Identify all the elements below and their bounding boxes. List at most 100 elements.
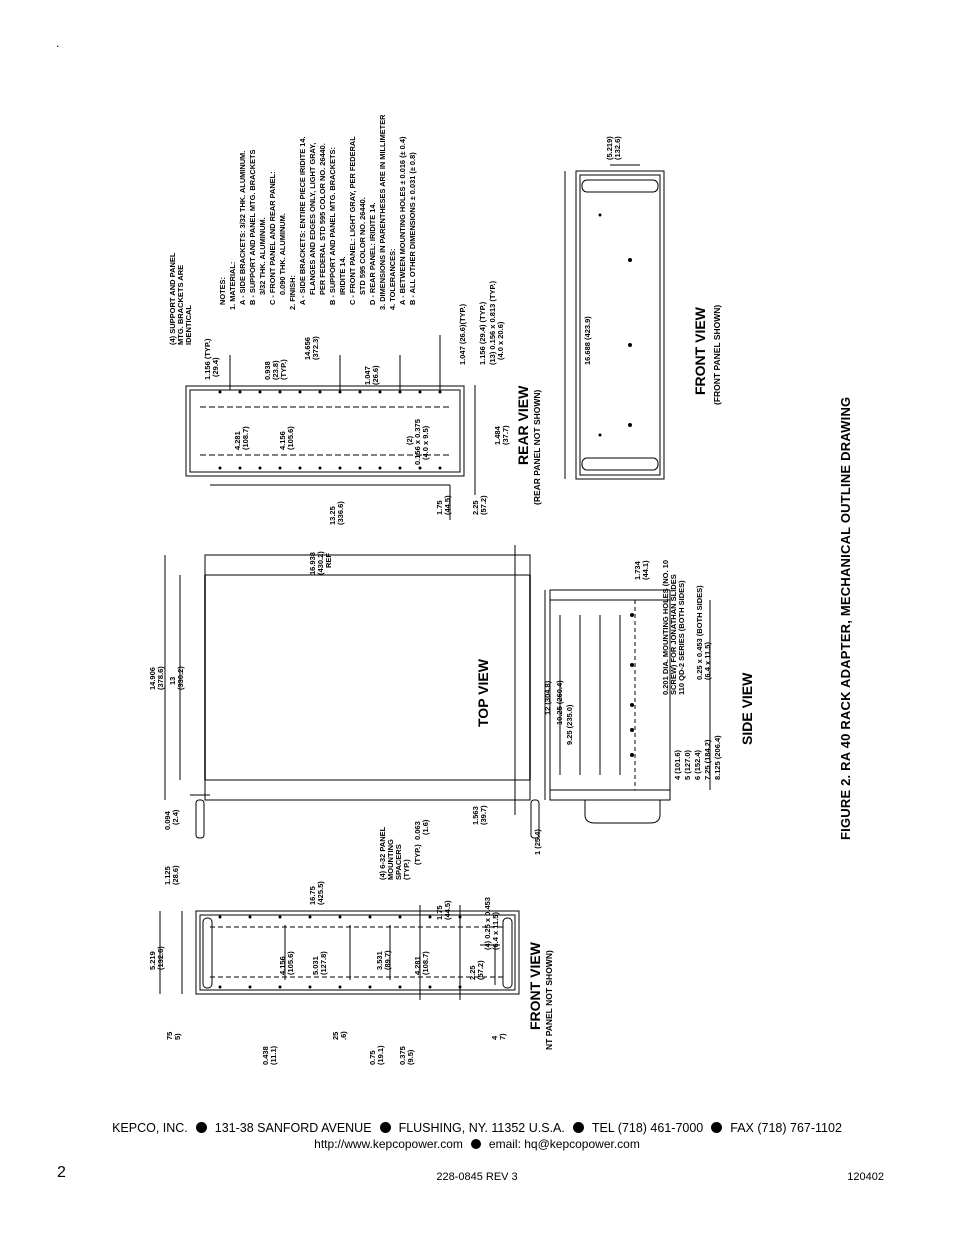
dim-label: 1.156 (29.4) (TYP.) (478, 301, 487, 365)
dim-label: (127.8) (319, 951, 328, 975)
dim-label: 2.25 (468, 965, 477, 980)
note-line: A - BETWEEN MOUNTING HOLES ± 0.016 (± 0.… (398, 136, 407, 305)
dim-label: 13.25 (328, 506, 337, 525)
dim-label: (2) (405, 435, 414, 445)
dim-label: 4.156 (278, 431, 287, 450)
spacer-callout: MOUNTING (386, 839, 395, 880)
dim-label: (108.7) (241, 426, 250, 450)
dim-label: (37.7) (501, 425, 510, 445)
rear-view-subtitle: (REAR PANEL NOT SHOWN) (532, 389, 542, 505)
front-left-dimensions: 5.219 (132.6) 1.125 (28.6) 16.75 (425.5)… (148, 865, 507, 1065)
note-line: 0.090 THK. ALUMINUM. (278, 213, 287, 295)
note-line: A - SIDE BRACKETS: ENTIRE PIECE IRIDITE … (298, 136, 307, 305)
drawing-canvas: FIGURE 2. RA 40 RACK ADAPTER, MECHANICAL… (148, 114, 853, 1065)
dim-label: (378.6) (156, 666, 165, 690)
dim-label: 16.75 (308, 886, 317, 905)
bullet-icon (470, 1139, 481, 1149)
front-view-right-title: FRONT VIEW (692, 306, 708, 395)
dim-label: 10.25 (260.4) (555, 680, 564, 725)
dim-label: (26.6) (371, 365, 380, 385)
telephone: TEL (718) 461-7000 (591, 1121, 704, 1135)
rear-view-title: REAR VIEW (515, 385, 531, 465)
dim-label: 8.125 (206.4) (713, 735, 722, 780)
dim-label: (105.6) (286, 951, 295, 975)
dim-label: 1.156 (TYP.) (203, 338, 212, 380)
document-number: 228-0845 REV 3 (436, 1171, 518, 1183)
dim-label: (330.2) (176, 666, 185, 690)
dim-label: 1.047 (26.6)(TYP.) (458, 303, 467, 365)
bullet-icon (195, 1122, 207, 1133)
website-link[interactable]: http://www.kepcopower.com (314, 1137, 463, 1151)
dim-label: 1.125 (163, 866, 172, 885)
dim-label: (28.6) (171, 865, 180, 885)
dim-label: (108.7) (421, 951, 430, 975)
dim-label: 1.563 (471, 806, 480, 825)
dim-label: (44.1) (641, 560, 650, 580)
dim-label: (29.4) (211, 357, 220, 377)
side-view-title: SIDE VIEW (739, 672, 755, 745)
dim-label: 1.75 (435, 905, 444, 920)
dim-label: 5) (173, 1033, 182, 1040)
note-line: B - SUPPORT AND PANEL MTG. BRACKETS: (328, 147, 337, 305)
figure-caption: FIGURE 2. RA 40 RACK ADAPTER, MECHANICAL… (838, 397, 853, 840)
note-line: 4. TOLERANCES: (388, 249, 397, 310)
dim-label: 6 (152.4) (693, 749, 702, 780)
dim-label: 1.734 (633, 560, 642, 580)
front-view-right-outline (564, 164, 665, 480)
dim-label: 4.281 (233, 431, 242, 450)
dim-label: 1.484 (493, 425, 502, 445)
company-name: KEPCO, INC. (112, 1121, 188, 1135)
note-line: 3. DIMENSIONS IN PARENTHESES ARE IN MILL… (378, 114, 387, 310)
dim-label: (89.7) (383, 950, 392, 970)
bracket-callout: IDENTICAL (184, 305, 193, 345)
dim-label: 5.031 (311, 956, 320, 975)
rear-view-outline (185, 335, 476, 520)
slot-side-callout-mm: (6.4 x 11.5) (703, 642, 712, 680)
dim-label: 1.047 (363, 366, 372, 385)
dim-label: 16.688 (423.9) (583, 316, 592, 365)
bullet-icon (379, 1122, 391, 1133)
dim-label: REF (324, 553, 333, 568)
note-line: D - REAR PANEL: IRIDITE 14. (368, 202, 377, 305)
dim-label: 7) (498, 1033, 507, 1040)
dim-label: (1.6) (421, 819, 430, 835)
note-line: 2. FINISH: (288, 275, 297, 310)
dim-label: 25 (331, 1032, 340, 1040)
dim-label: 0.375 (398, 1046, 407, 1065)
page-number: 2 (57, 1164, 66, 1181)
side-view-dimensions: 12 (304.8) 10.25 (260.4) 9.25 (235.0) 4 … (533, 560, 722, 855)
note-line: STD 595 COLOR NO. 26440. (358, 197, 367, 295)
dim-label: (2.4) (171, 809, 180, 825)
bracket-callout: (4) SUPPORT AND PANEL (168, 252, 177, 345)
bracket-callout: MTG. BRACKETS ARE (176, 265, 185, 345)
dim-label: 0.938 (263, 361, 272, 380)
dim-label: (23.8) (271, 360, 280, 380)
dim-label: 4.281 (413, 956, 422, 975)
dim-label: 0.438 (261, 1046, 270, 1065)
rear-holes-callout: (13) 0.156 x 0.813 (TYP.) (488, 280, 497, 365)
dim-label: 75 (165, 1032, 174, 1040)
spacer-callout: (TYP.) (402, 859, 411, 880)
dim-label: 4 (490, 1035, 499, 1040)
dim-label: (430.2) (316, 551, 325, 575)
dim-label: (39.7) (479, 805, 488, 825)
dim-label: (TYP.) (413, 844, 422, 865)
note-line: A - SIDE BRACKETS: 3/32 THK. ALUMINUM. (238, 151, 247, 305)
rear-holes-callout-mm: (4.0 x 20.6) (496, 321, 505, 360)
note-line: FLANGES AND EDGES ONLY, LIGHT GRAY, (308, 143, 317, 295)
front-right-dimensions: 16.688 (423.9) (5.219) (132.6) (583, 136, 622, 365)
dim-label: 4 (101.6) (673, 749, 682, 780)
dim-label: 5.219 (148, 951, 157, 970)
dim-label: 0.063 (413, 821, 422, 840)
rear-view-dimensions: 1.156 (TYP.) (29.4) 4.281 (108.7) 0.938 … (203, 301, 510, 525)
dim-label: (44.5) (443, 495, 452, 515)
dim-label: 0.156 x 0.375 (413, 419, 422, 465)
dim-label: 12 (304.8) (543, 680, 552, 715)
top-view-dimensions: 14.906 (378.6) 13 (330.2) 16.938 (430.2)… (148, 551, 488, 865)
dim-label: (5.219) (605, 136, 614, 160)
dim-label: (105.6) (286, 426, 295, 450)
dim-label: 1.75 (435, 500, 444, 515)
note-line: 1. MATERIAL: (228, 262, 237, 310)
email-link[interactable]: email: hq@kepcopower.com (488, 1137, 640, 1151)
